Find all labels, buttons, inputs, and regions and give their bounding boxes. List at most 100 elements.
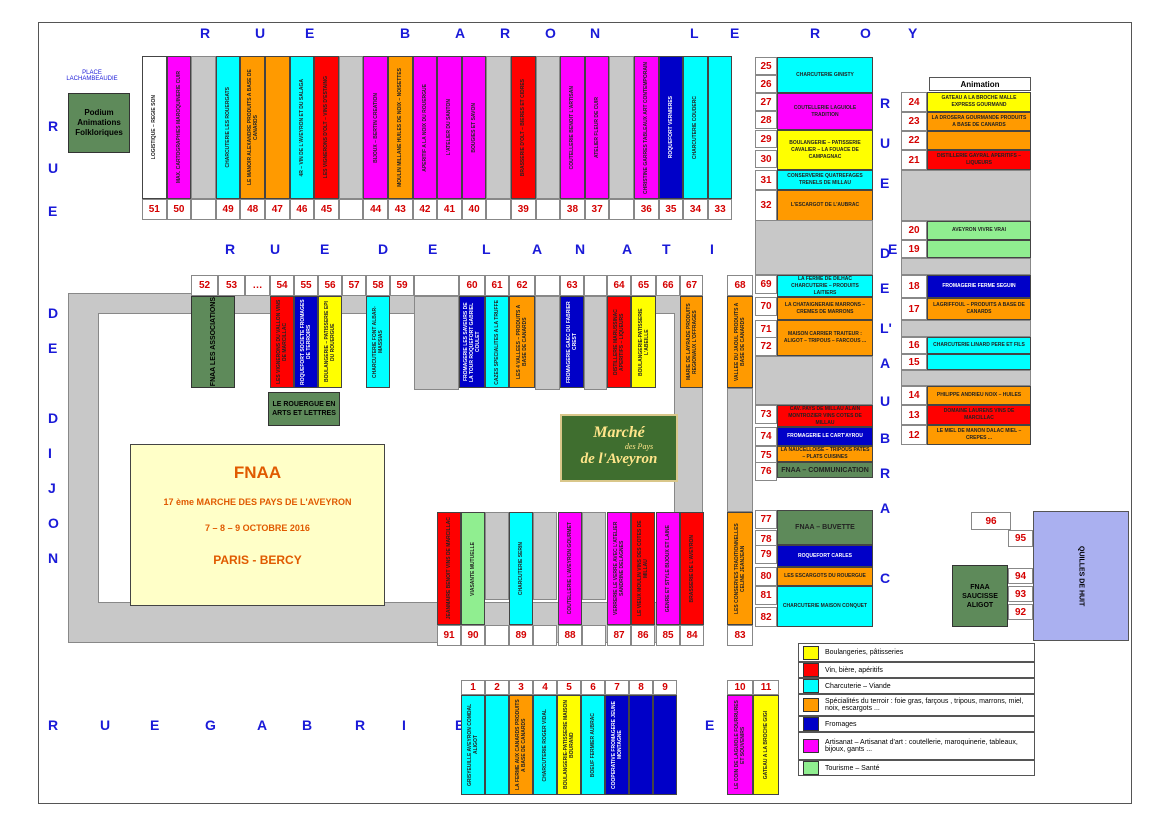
street-letter-aubrac: R bbox=[880, 95, 891, 111]
stall-18: FROMAGERIE FERME SEGUIN bbox=[927, 275, 1031, 298]
stall-41: L'ATELIER DU SANTON bbox=[437, 56, 462, 199]
stall-number: 2 bbox=[485, 680, 509, 695]
stall-84: BRASSERIE DE L'AVEYRON bbox=[680, 512, 704, 625]
stall-number: 76 bbox=[755, 462, 777, 481]
gray-aisle bbox=[338, 56, 364, 199]
street-letter-baron: L bbox=[690, 25, 699, 41]
stall-name: BRASSERIE DE L'AVEYRON bbox=[689, 534, 695, 603]
gray-aisle bbox=[901, 170, 1031, 221]
stall-number: 35 bbox=[658, 199, 684, 220]
legend-swatch bbox=[803, 663, 819, 677]
stall-name: LA FERME AUX CANARDS PRODUITS A BASE DE … bbox=[515, 699, 527, 791]
stall-21: DISTILLERIE GAYRAL APERITIFS – LIQUEURS bbox=[927, 150, 1031, 170]
legend-label: Boulangeries, pâtisseries bbox=[825, 649, 904, 656]
stall-number: 23 bbox=[901, 112, 927, 131]
stall-name: CONSERVERIE QUATREFAGES TRENELS DE MILLA… bbox=[787, 173, 863, 186]
stall-44: BIJOUX – BERTIN CREATION bbox=[363, 56, 388, 199]
legend-swatch bbox=[803, 645, 819, 660]
stall-71: MAISON CARRIER TRAITEUR : ALIGOT – TRIPO… bbox=[777, 320, 873, 356]
legend-label: Artisanat – Artisanat d'art : coutelleri… bbox=[825, 739, 1018, 753]
gray-aisle bbox=[533, 512, 557, 600]
stall-number: 1 bbox=[461, 680, 485, 695]
stall-name: LOGISTIQUE – REGIE SON bbox=[151, 95, 158, 160]
stall-65: BOULANGERIE-PATISSERIE L'ABEILLE bbox=[631, 296, 656, 388]
street-letter-nativite: D bbox=[378, 241, 389, 257]
logo-line2: des Pays bbox=[624, 442, 654, 451]
stall-5: BOULANGERIE-PATISSERIE MAISON BOURAND bbox=[557, 695, 581, 795]
gray-aisle bbox=[901, 370, 1031, 386]
fnaa-main-box: FNAA 17 ème MARCHE DES PAYS DE L'AVEYRON… bbox=[130, 444, 385, 606]
stall-name: ROQUEFORT CARLES bbox=[798, 552, 852, 559]
street-letter-nativite: T bbox=[662, 241, 671, 257]
stall-89: CHARCUTERIE SERIN bbox=[509, 512, 533, 625]
stall-13: DOMAINE LAURENS VINS DE MARCILLAC bbox=[927, 405, 1031, 425]
stall-number: 54 bbox=[270, 275, 294, 296]
stall-name: LA DROSERA GOURMANDE PRODUITS A BASE DE … bbox=[931, 114, 1027, 128]
stall-number: 16 bbox=[901, 337, 927, 354]
stall-11: GATEAU A LA BROCHE GIGI bbox=[753, 695, 779, 795]
stall-16: CHARCUTERIE LINARD PERE ET FILS bbox=[927, 337, 1031, 354]
stall-number: 89 bbox=[509, 625, 533, 646]
street-letter-baron: R bbox=[200, 25, 211, 41]
stall-number bbox=[414, 275, 459, 296]
stall-number bbox=[582, 625, 606, 646]
stall-10: LE COIN DE LAGUIOLE FOURRURES ET SOUVENI… bbox=[727, 695, 753, 795]
street-letter-rue: U bbox=[48, 160, 59, 176]
stall-name: CHARCUTERIE GINISTY bbox=[796, 71, 854, 78]
stall-name: ROQUEFORT SOCIETE FROMAGES DE TERROIRS bbox=[300, 299, 312, 385]
stall-name: MAISON CARRIER TRAITEUR : ALIGOT – TRIPO… bbox=[783, 331, 867, 344]
stall-number: 10 bbox=[727, 680, 753, 695]
stall-number bbox=[609, 199, 634, 220]
stall-23: LA DROSERA GOURMANDE PRODUITS A BASE DE … bbox=[927, 112, 1031, 131]
stall-number: 80 bbox=[755, 567, 777, 586]
stall-name: CAZES SPECIALITES A LA TRUFFE bbox=[494, 299, 500, 385]
street-letter-aubrac: C bbox=[880, 570, 891, 586]
stall-number: 37 bbox=[584, 199, 610, 220]
stall-9 bbox=[653, 695, 677, 795]
stall-number: 5 bbox=[557, 680, 581, 695]
stall-number: 7 bbox=[605, 680, 629, 695]
legend-item: Tourisme – Santé bbox=[798, 760, 1035, 776]
stall-55: ROQUEFORT SOCIETE FROMAGES DE TERROIRS bbox=[294, 296, 318, 388]
stall-15 bbox=[927, 354, 1031, 370]
street-letter-baron: A bbox=[455, 25, 466, 41]
stall-number: 17 bbox=[901, 298, 927, 320]
stall-22 bbox=[927, 131, 1031, 150]
street-letter-nativite: E bbox=[320, 241, 330, 257]
stall-number: … bbox=[245, 275, 270, 296]
legend-label: Fromages bbox=[825, 720, 857, 728]
stall-75: LA NAUCELLOISE – TRIPOUS PATES – PLATS C… bbox=[777, 446, 873, 462]
stall-name: LES ESCARGOTS DU ROUERGUE bbox=[784, 573, 866, 579]
street-letter-nativite: U bbox=[270, 241, 281, 257]
stall-number: 79 bbox=[755, 545, 777, 564]
stall-number: 65 bbox=[631, 275, 656, 296]
stall-number: 83 bbox=[727, 625, 753, 646]
legend-item: Boulangeries, pâtisseries bbox=[798, 643, 1035, 662]
stall-54: LES VIGNERONS DU VALLON VINS DE MARCILLA… bbox=[270, 296, 294, 388]
street-letter-gabriel: U bbox=[100, 717, 111, 733]
legend-item: Spécialités du terroir : foie gras, farç… bbox=[798, 694, 1035, 716]
stall-85: GENRE ET STYLE BIJOUX ET LAINE bbox=[656, 512, 680, 625]
stall-name: L'ESCARGOT DE L'AUBRAC bbox=[790, 202, 860, 208]
stall-7: COOPERATIVE FROMAGERE JEUNE MONTAGNE bbox=[605, 695, 629, 795]
stall-name: FROMAGERIE FERME SEGUIN bbox=[942, 283, 1016, 289]
stall-38: COUTELLERIE BENOIT L'ARTISAN bbox=[560, 56, 585, 199]
stall-number: 71 bbox=[755, 320, 777, 339]
street-letter-gabriel: I bbox=[402, 717, 406, 733]
stall-number: 18 bbox=[901, 275, 927, 298]
stall-number: 86 bbox=[631, 625, 655, 646]
gray-aisle bbox=[414, 296, 459, 390]
stall-number bbox=[535, 275, 560, 296]
stall-number: 49 bbox=[215, 199, 241, 220]
stall-number: 40 bbox=[461, 199, 487, 220]
quilles-label: QUILLES DE HUIT bbox=[1077, 545, 1085, 607]
stall-name: DISTILLERIE GAYRAL APERITIFS – LIQUEURS bbox=[937, 153, 1021, 166]
stall-name: CHARCUTERIE FONT ALBAR-MASSIAS bbox=[372, 306, 384, 378]
stall-3: LA FERME AUX CANARDS PRODUITS A BASE DE … bbox=[509, 695, 533, 795]
stall-name: BOULANGERIE – PATISSERIE CAVALIER – LA F… bbox=[789, 139, 861, 160]
stall-number: 31 bbox=[755, 170, 777, 190]
stall-number: 24 bbox=[901, 92, 927, 112]
fnaa-main-subtitle: 17 ème MARCHE DES PAYS DE L'AVEYRON bbox=[163, 497, 352, 507]
stall-name: ATELIER FLEUR DE CUIR bbox=[594, 96, 601, 159]
stall-number: 88 bbox=[558, 625, 582, 646]
